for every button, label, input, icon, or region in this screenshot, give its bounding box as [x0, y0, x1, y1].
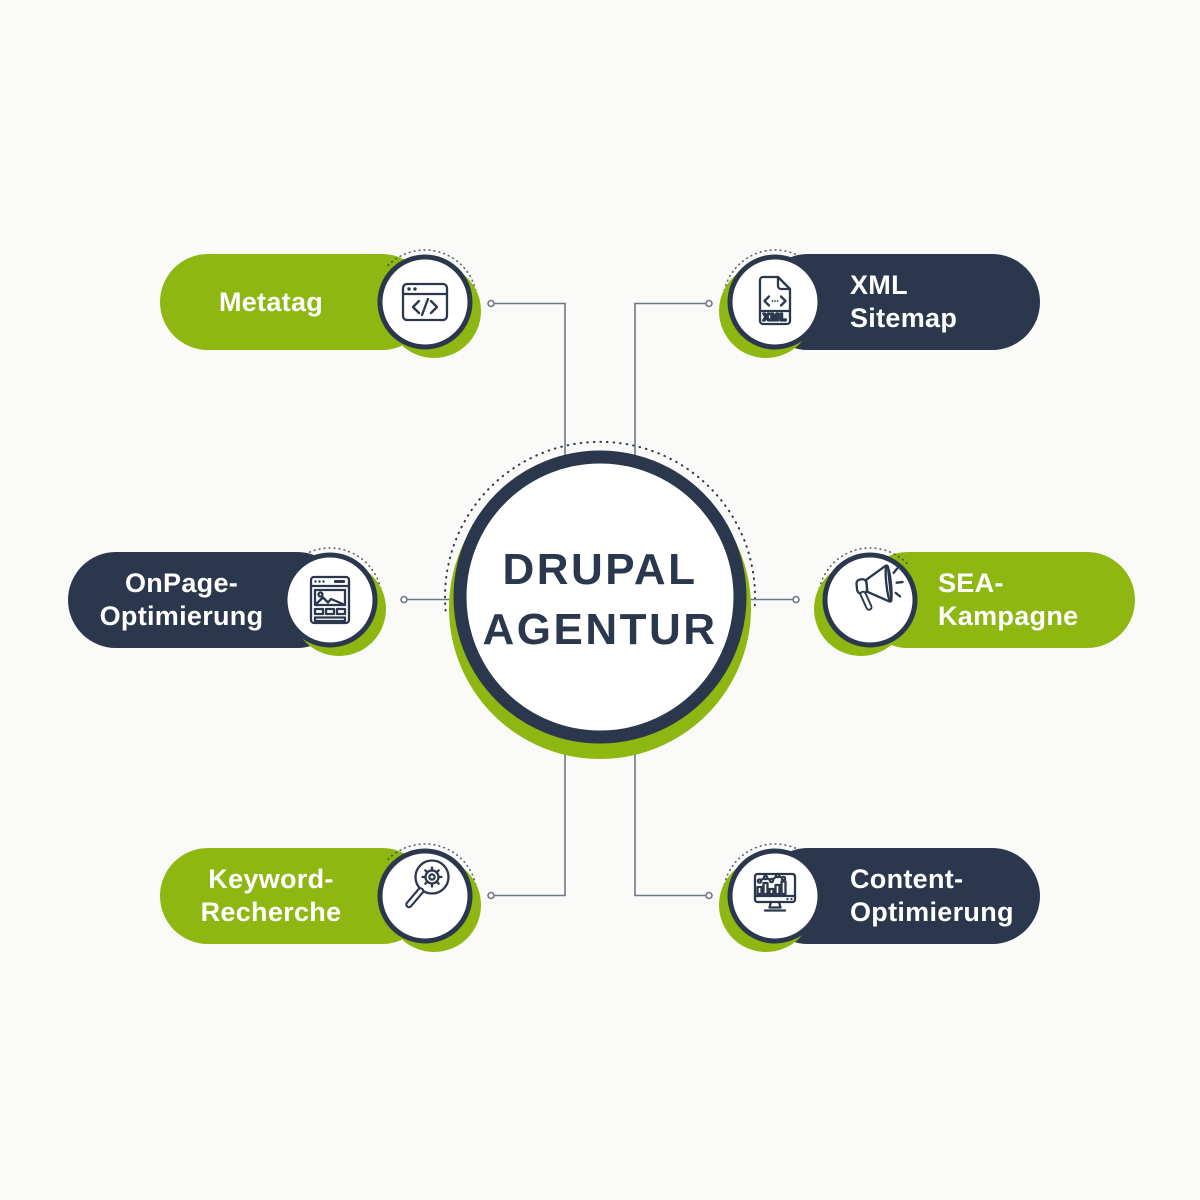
- node-label-onpage-optimierung: OnPage- Optimierung: [100, 567, 264, 633]
- node-label-line1: Keyword-: [208, 864, 334, 894]
- node-label-line1: XML: [850, 270, 908, 300]
- node-label-line1: Metatag: [218, 286, 324, 317]
- node-label-metatag: Metatag: [219, 286, 323, 319]
- badge-white-circle: [377, 848, 473, 944]
- node-label-line2: Optimierung: [99, 601, 264, 631]
- connector-endpoint-bottom-left: [487, 891, 495, 900]
- center-dotted-ring: [444, 440, 756, 612]
- node-label-xml-sitemap: XML Sitemap: [850, 269, 957, 335]
- node-label-line2: Kampagne: [938, 601, 1079, 631]
- connector-top-left: [494, 302, 566, 458]
- center-title-line1: DRUPAL: [502, 545, 698, 594]
- monitor-analytics-icon: [753, 872, 797, 912]
- node-label-line1: Content-: [850, 864, 964, 894]
- node-label-sea-kampagne: SEA- Kampagne: [938, 567, 1078, 633]
- megaphone-icon: [855, 564, 904, 611]
- connector-endpoint-bottom-right: [705, 891, 713, 900]
- center-title-line2: AGENTUR: [482, 605, 718, 654]
- node-label-line2: Sitemap: [850, 303, 958, 333]
- node-badge-metatag: [377, 249, 481, 358]
- connector-endpoint-top-left: [487, 299, 495, 308]
- node-label-keyword-recherche: Keyword- Recherche: [201, 863, 342, 929]
- magnifier-gear-icon: [405, 859, 450, 909]
- badge-white-circle: [377, 254, 473, 350]
- connector-endpoint-top-right: [705, 299, 713, 308]
- connector-top-right: [634, 302, 706, 458]
- connector-bottom-right: [634, 742, 706, 897]
- code-browser-icon: [401, 282, 449, 322]
- center-main-circle: [453, 450, 747, 744]
- node-badge-content-optimierung: [719, 843, 823, 952]
- connector-endpoint-middle-right: [792, 595, 800, 604]
- badge-white-circle: [822, 552, 918, 648]
- node-label-line1: OnPage-: [124, 568, 239, 598]
- xml-file-icon: XML: [758, 275, 792, 326]
- connector-lines: [400, 299, 800, 900]
- node-badge-sea-kampagne: [814, 547, 918, 656]
- badge-white-circle: [727, 254, 823, 350]
- node-label-line2: Recherche: [200, 897, 342, 927]
- connector-bottom-left: [494, 742, 566, 897]
- node-badge-xml-sitemap: XML: [719, 249, 823, 358]
- webpage-layout-icon: [309, 575, 351, 625]
- node-badge-onpage-optimierung: [282, 547, 386, 656]
- center-title: DRUPAL AGENTUR: [440, 540, 760, 660]
- connector-endpoint-middle-left: [400, 595, 408, 604]
- node-label-line1: SEA-: [938, 568, 1004, 598]
- xml-file-icon-label: XML: [763, 313, 787, 324]
- node-badge-keyword-recherche: [377, 843, 481, 952]
- node-label-line2: Optimierung: [850, 897, 1014, 927]
- node-label-content-optimierung: Content- Optimierung: [850, 863, 1014, 929]
